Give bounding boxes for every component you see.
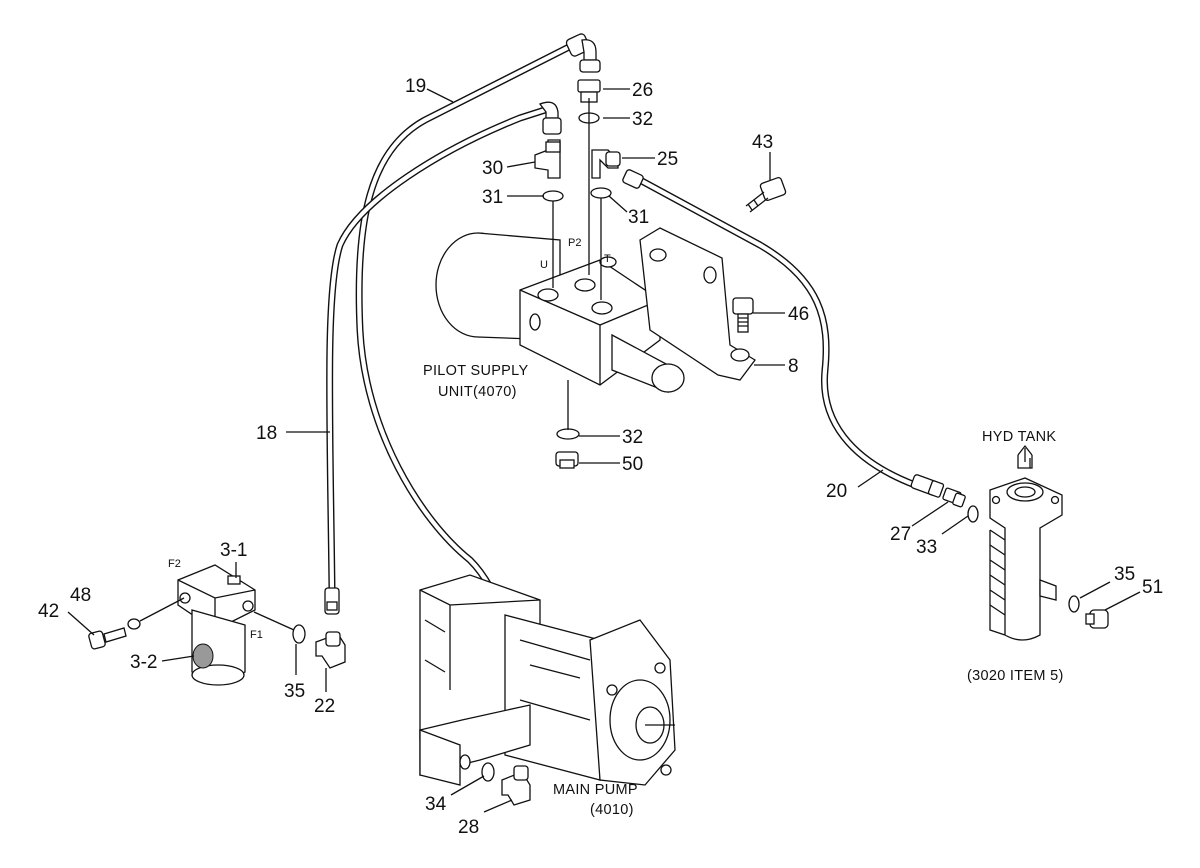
part-42-bolt <box>88 627 127 650</box>
callout-35-left: 35 <box>284 681 305 702</box>
callout-27: 27 <box>890 524 911 545</box>
hose-20 <box>636 176 919 489</box>
part-28-elbow <box>501 765 531 806</box>
callout-50: 50 <box>622 454 643 475</box>
leader-lines <box>67 88 1141 813</box>
callout-20: 20 <box>826 481 847 502</box>
callout-51: 51 <box>1142 577 1163 598</box>
caption-pilot-supply-line2: UNIT(4070) <box>438 384 517 400</box>
part-48-washer <box>127 618 141 630</box>
part-22-elbow <box>315 631 346 669</box>
callout-31-right: 31 <box>628 207 649 228</box>
port-label-p2: P2 <box>568 237 581 249</box>
main-pump <box>419 574 676 786</box>
hose-18-bottom-fitting <box>324 587 340 615</box>
callout-8: 8 <box>788 356 799 377</box>
hose-18-top-fitting <box>538 101 562 135</box>
callout-19: 19 <box>405 76 426 97</box>
port-label-t: T <box>604 253 611 265</box>
callout-3-2: 3-2 <box>130 652 157 673</box>
part-51-plug <box>1085 609 1109 629</box>
callout-32-bottom: 32 <box>622 427 643 448</box>
part-34-oring <box>481 762 495 782</box>
part-27-connector <box>942 487 966 508</box>
callout-34: 34 <box>425 794 447 815</box>
caption-pilot-supply-line1: PILOT SUPPLY <box>423 363 528 379</box>
caption-main-pump-line1: MAIN PUMP <box>553 782 638 798</box>
callout-26: 26 <box>632 80 653 101</box>
mounting-bracket <box>639 227 756 381</box>
callout-28: 28 <box>458 817 479 838</box>
pilot-supply-unit <box>435 232 685 393</box>
hose-18 <box>326 106 549 594</box>
part-35-oring-filter <box>292 624 306 644</box>
part-25-elbow <box>591 149 621 179</box>
caption-hyd-tank: HYD TANK <box>982 429 1056 445</box>
callout-18: 18 <box>256 423 277 444</box>
callout-30: 30 <box>482 158 503 179</box>
callout-33: 33 <box>916 537 937 558</box>
part-46-bolt <box>732 297 754 333</box>
callout-43: 43 <box>752 132 773 153</box>
part-26-nipple <box>577 79 601 103</box>
callout-42: 42 <box>38 601 59 622</box>
caption-tank-item: (3020 ITEM 5) <box>967 668 1064 684</box>
filter-assembly <box>177 564 256 686</box>
part-30-tee <box>534 139 561 179</box>
callout-48: 48 <box>70 585 91 606</box>
hose-20-start-fitting <box>622 169 644 189</box>
callout-32-top: 32 <box>632 109 653 130</box>
part-43-bolt <box>745 176 787 213</box>
callout-3-1: 3-1 <box>220 540 247 561</box>
callout-35-right: 35 <box>1114 564 1135 585</box>
hose-19-top-fitting <box>565 33 601 73</box>
port-label-f1: F1 <box>250 629 263 641</box>
callout-25: 25 <box>657 149 678 170</box>
part-50-plug <box>555 451 579 469</box>
part-31-oring-left <box>542 190 564 202</box>
part-35-oring-tank <box>1068 595 1080 613</box>
callout-46: 46 <box>788 304 809 325</box>
hose-20-end-fitting <box>910 474 945 498</box>
hyd-tank-pipe <box>989 444 1063 641</box>
part-31-oring-right <box>590 187 612 199</box>
part-33-oring <box>967 505 979 523</box>
caption-main-pump-line2: (4010) <box>590 802 634 818</box>
callout-22: 22 <box>314 696 335 717</box>
part-32-oring-bottom <box>556 428 580 440</box>
port-label-f2: F2 <box>168 558 181 570</box>
port-label-u: U <box>540 259 548 271</box>
callout-31-left: 31 <box>482 187 503 208</box>
